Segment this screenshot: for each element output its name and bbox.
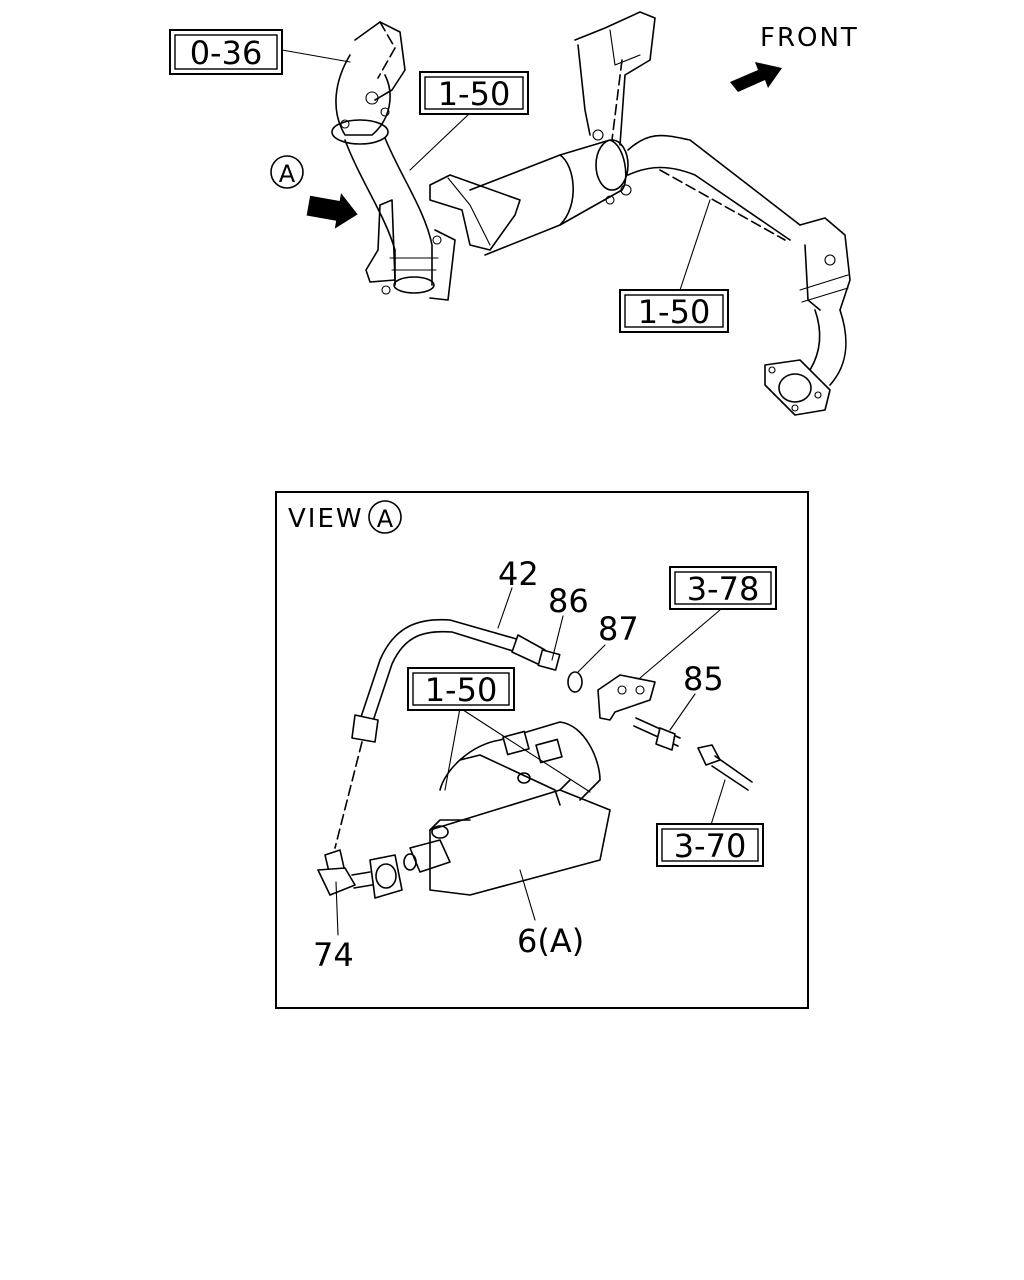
callout-1-50-upper: 1-50 bbox=[419, 71, 529, 115]
bolt bbox=[633, 717, 681, 751]
callout-1-50-lower-label: 1-50 bbox=[638, 293, 711, 331]
leader-3-70 bbox=[709, 779, 726, 829]
front-label: FRONT bbox=[760, 23, 859, 53]
exhaust-elbow bbox=[331, 21, 406, 145]
part-number-6a: 6(A) bbox=[517, 922, 584, 960]
callout-3-78-label: 3-78 bbox=[687, 570, 760, 608]
callout-1-50-view-label: 1-50 bbox=[425, 671, 498, 709]
part-number-86: 86 bbox=[548, 582, 589, 620]
leader-1-50-upper bbox=[409, 112, 471, 171]
part-number-87: 87 bbox=[598, 610, 639, 648]
leader-74 bbox=[335, 881, 339, 936]
front-arrow-icon bbox=[730, 62, 782, 92]
leader-0-36 bbox=[281, 49, 351, 63]
leader-6a bbox=[519, 869, 536, 921]
callout-1-50-view: 1-50 bbox=[407, 667, 515, 711]
leader-42 bbox=[497, 587, 513, 629]
callout-1-50-lower: 1-50 bbox=[619, 289, 729, 333]
sensor-rod bbox=[697, 744, 753, 791]
view-a-arrow-icon bbox=[306, 193, 358, 229]
view-a-title-marker-label: A bbox=[377, 505, 394, 533]
leader-1-50-lower bbox=[679, 199, 711, 291]
callout-0-36-label: 0-36 bbox=[190, 34, 263, 72]
leader-85 bbox=[669, 693, 696, 731]
left-bracket bbox=[365, 199, 456, 301]
leader-1-50-view bbox=[444, 707, 591, 793]
tail-pipe bbox=[627, 134, 851, 386]
callout-0-36: 0-36 bbox=[169, 29, 283, 75]
leader-86 bbox=[551, 615, 564, 661]
hose bbox=[334, 618, 561, 849]
callout-3-70-label: 3-70 bbox=[674, 827, 747, 865]
elbow-fitting bbox=[317, 849, 373, 896]
callout-3-70: 3-70 bbox=[656, 823, 764, 867]
view-a-frame bbox=[275, 491, 809, 1009]
part-number-74: 74 bbox=[313, 936, 354, 974]
part-number-42: 42 bbox=[498, 555, 539, 593]
view-a-title-marker bbox=[368, 500, 402, 534]
callout-1-50-upper-label: 1-50 bbox=[438, 75, 511, 113]
upper-hanger-bracket bbox=[574, 11, 656, 146]
view-a-marker: A bbox=[270, 155, 304, 189]
view-a-title: VIEW bbox=[288, 504, 364, 534]
mounting-bracket bbox=[597, 674, 656, 721]
leader-3-78 bbox=[639, 609, 721, 679]
main-body bbox=[369, 721, 611, 899]
view-a-marker-label: A bbox=[279, 160, 296, 188]
muffler bbox=[429, 129, 632, 256]
end-flange bbox=[764, 359, 831, 416]
view-a-panel: VIEW A bbox=[275, 491, 809, 1009]
leader-87 bbox=[577, 644, 606, 673]
callout-3-78: 3-78 bbox=[669, 566, 777, 610]
part-number-85: 85 bbox=[683, 660, 724, 698]
top-exhaust-assembly: 0-36 1-50 1-50 A FRONT bbox=[169, 11, 859, 416]
washer bbox=[567, 671, 583, 693]
down-pipe bbox=[344, 137, 439, 294]
